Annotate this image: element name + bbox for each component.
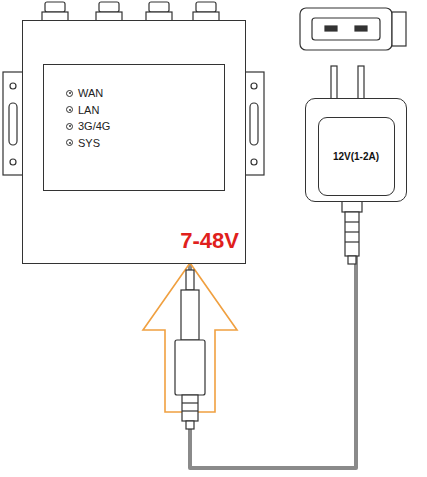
led-row: SYS [66,135,214,152]
led-indicator [66,90,73,97]
led-label: LAN [78,104,99,116]
led-indicator [66,106,73,113]
led-indicator [66,139,73,146]
led-row: WAN [66,85,214,102]
voltage-range: 7-48V [180,228,239,254]
led-panel: WAN LAN 3G/4G SYS [43,64,225,191]
led-row: LAN [66,102,214,119]
led-label: 3G/4G [78,120,110,132]
adapter-top-view [300,8,406,50]
led-indicator [66,123,73,130]
antenna-connector [42,2,219,21]
power-adapter: 12V(1-2A) [305,98,407,202]
plug-prong [331,66,364,100]
led-label: WAN [78,87,103,99]
strain-relief [342,200,362,264]
adapter-rating: 12V(1-2A) [333,151,379,162]
led-row: 3G/4G [66,118,214,135]
insert-arrow [143,263,237,412]
router-housing: WAN LAN 3G/4G SYS 7-48V [22,20,246,264]
dc-plug [175,270,205,429]
led-label: SYS [78,137,100,149]
